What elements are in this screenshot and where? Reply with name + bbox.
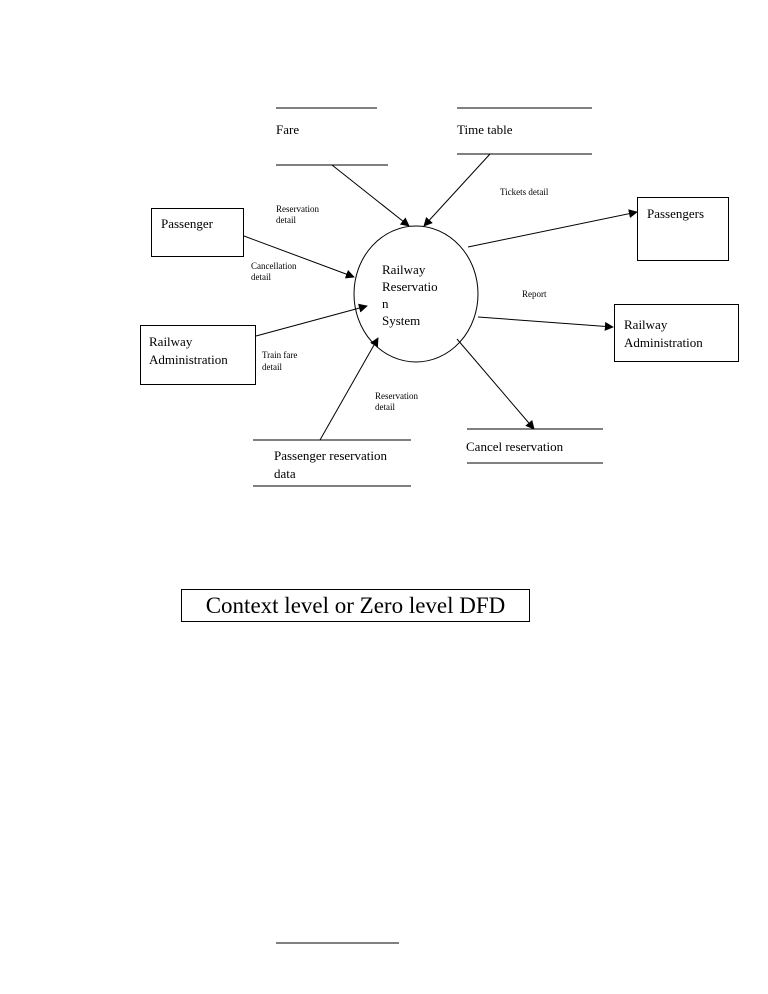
railway-admin-source-label-2: Administration	[149, 352, 228, 367]
cancellation-detail-label-2: detail	[251, 272, 271, 282]
tickets-detail-label: Tickets detail	[500, 187, 549, 197]
report-label: Report	[522, 289, 547, 299]
process-to-cancel-arrow	[456, 338, 535, 430]
process-circle	[353, 225, 479, 363]
passenger-to-process-arrow	[243, 235, 355, 279]
reservation-detail-top-label-1: Reservation	[276, 204, 319, 214]
passengers-sink-label: Passengers	[647, 206, 705, 221]
passenger-entity-box	[151, 208, 244, 257]
passengers-sink-box	[637, 197, 729, 261]
railway-admin-source-box	[140, 325, 256, 385]
timetable-to-process-arrow	[423, 153, 491, 227]
railway-admin-sink-label-1: Railway	[624, 317, 668, 332]
timetable-store-label: Time table	[457, 122, 513, 137]
passenger-data-store-label-1: Passenger reservation	[274, 448, 387, 463]
train-fare-detail-label-1: Train fare	[262, 350, 298, 360]
reservation-data-to-process-arrow	[319, 337, 379, 441]
passenger-data-store-label-2: data	[274, 466, 296, 481]
process-label-line-1: Railway	[382, 262, 426, 277]
railway-admin-source-label-1: Railway	[149, 334, 193, 349]
process-label-line-3: n	[382, 296, 389, 311]
reservation-detail-top-label-2: detail	[276, 215, 296, 225]
cancellation-detail-label-1: Cancellation	[251, 261, 297, 271]
railway-admin-sink-box	[614, 304, 739, 362]
cancel-store-label: Cancel reservation	[466, 439, 564, 454]
diagram-caption: Context level or Zero level DFD	[181, 589, 530, 622]
reservation-detail-bottom-label-2: detail	[375, 402, 395, 412]
process-to-passengers-arrow	[467, 209, 638, 248]
train-fare-detail-label-2: detail	[262, 362, 282, 372]
fare-store-label: Fare	[276, 122, 300, 137]
railway-admin-sink-label-2: Administration	[624, 335, 703, 350]
passenger-entity-label: Passenger	[161, 216, 213, 231]
process-label-line-4: System	[382, 313, 421, 328]
reservation-detail-bottom-label-1: Reservation	[375, 391, 418, 401]
admin-to-process-arrow	[255, 303, 368, 337]
process-to-admin-report-arrow	[477, 316, 614, 331]
process-label-line-2: Reservatio	[382, 279, 438, 294]
fare-to-process-arrow	[331, 164, 410, 227]
